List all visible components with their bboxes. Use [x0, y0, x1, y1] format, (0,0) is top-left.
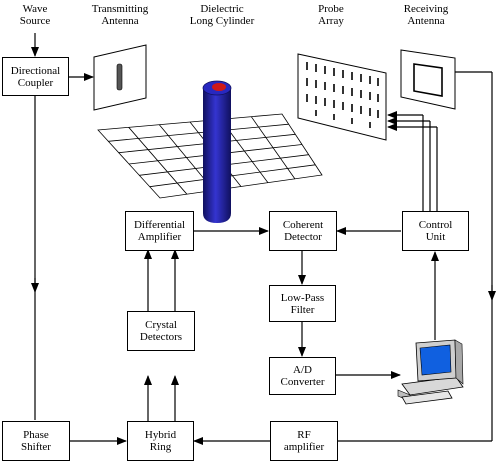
low-pass-filter-line1: Low-Pass: [280, 291, 325, 304]
computer-icon: [397, 339, 464, 405]
coherent-detector-line2: Detector: [284, 231, 322, 243]
transmitting-antenna-icon: [93, 44, 147, 111]
transmitting-antenna-label-line2: Antenna: [101, 15, 139, 27]
differential-amplifier-line1: Differential: [133, 219, 186, 231]
rf-amplifier-line1: RF: [297, 429, 311, 441]
hybrid-ring-block: Hybrid Ring: [127, 421, 194, 461]
coherent-detector-line1: Coherent: [282, 219, 324, 231]
connections: [31, 33, 496, 445]
differential-amplifier-line2: Amplifier: [137, 231, 182, 243]
low-pass-filter-block: Low-Pass Filter: [269, 285, 336, 322]
phase-shifter-block: Phase Shifter: [2, 421, 70, 461]
crystal-detectors-line2: Detectors: [139, 331, 183, 343]
receiving-antenna-label-line1: Receiving: [403, 3, 449, 15]
receiving-antenna-icon: [400, 49, 456, 110]
dielectric-cylinder-label-line1: Dielectric: [200, 3, 244, 15]
rf-amplifier-line2: amplifier: [283, 441, 325, 453]
dielectric-cylinder-label-line2: Long Cylinder: [189, 15, 255, 27]
probe-array-label-line1: Probe: [318, 3, 344, 15]
receiving-antenna-label: Receiving Antenna: [390, 3, 462, 27]
hybrid-ring-line2: Ring: [149, 441, 172, 453]
directional-coupler-line2: Coupler: [17, 76, 54, 89]
probe-array-label-line2: Array: [318, 15, 344, 27]
wave-source-label-line1: Wave: [22, 3, 48, 15]
low-pass-filter-line2: Filter: [290, 303, 315, 316]
wave-source-label: Wave Source: [10, 3, 60, 27]
crystal-detectors-block: Crystal Detectors: [127, 311, 195, 351]
ad-converter-block: A/D Converter: [269, 357, 336, 395]
directional-coupler-block: Directional Coupler: [2, 57, 69, 96]
hybrid-ring-line1: Hybrid: [144, 429, 177, 441]
ad-converter-line2: Converter: [280, 376, 325, 388]
transmitting-antenna-label-line1: Transmitting: [91, 3, 149, 15]
receiving-antenna-label-line2: Antenna: [407, 15, 445, 27]
dielectric-cylinder-label: Dielectric Long Cylinder: [178, 3, 266, 27]
control-unit-line2: Unit: [425, 231, 446, 243]
ad-converter-line1: A/D: [293, 364, 312, 376]
differential-amplifier-block: Differential Amplifier: [125, 211, 194, 251]
rf-amplifier-block: RF amplifier: [270, 421, 338, 461]
phase-shifter-line2: Shifter: [21, 441, 51, 453]
wave-source-label-line2: Source: [19, 15, 51, 27]
control-unit-line1: Control: [418, 219, 453, 231]
coherent-detector-block: Coherent Detector: [269, 211, 337, 251]
crystal-detectors-line1: Crystal: [145, 319, 177, 331]
transmitting-antenna-label: Transmitting Antenna: [80, 3, 160, 27]
dielectric-cylinder: [202, 80, 232, 223]
control-unit-block: Control Unit: [402, 211, 469, 251]
directional-coupler-line1: Directional: [10, 64, 61, 77]
probe-array-label: Probe Array: [306, 3, 356, 27]
probe-array-icon: [297, 53, 387, 141]
phase-shifter-line1: Phase: [23, 429, 49, 441]
